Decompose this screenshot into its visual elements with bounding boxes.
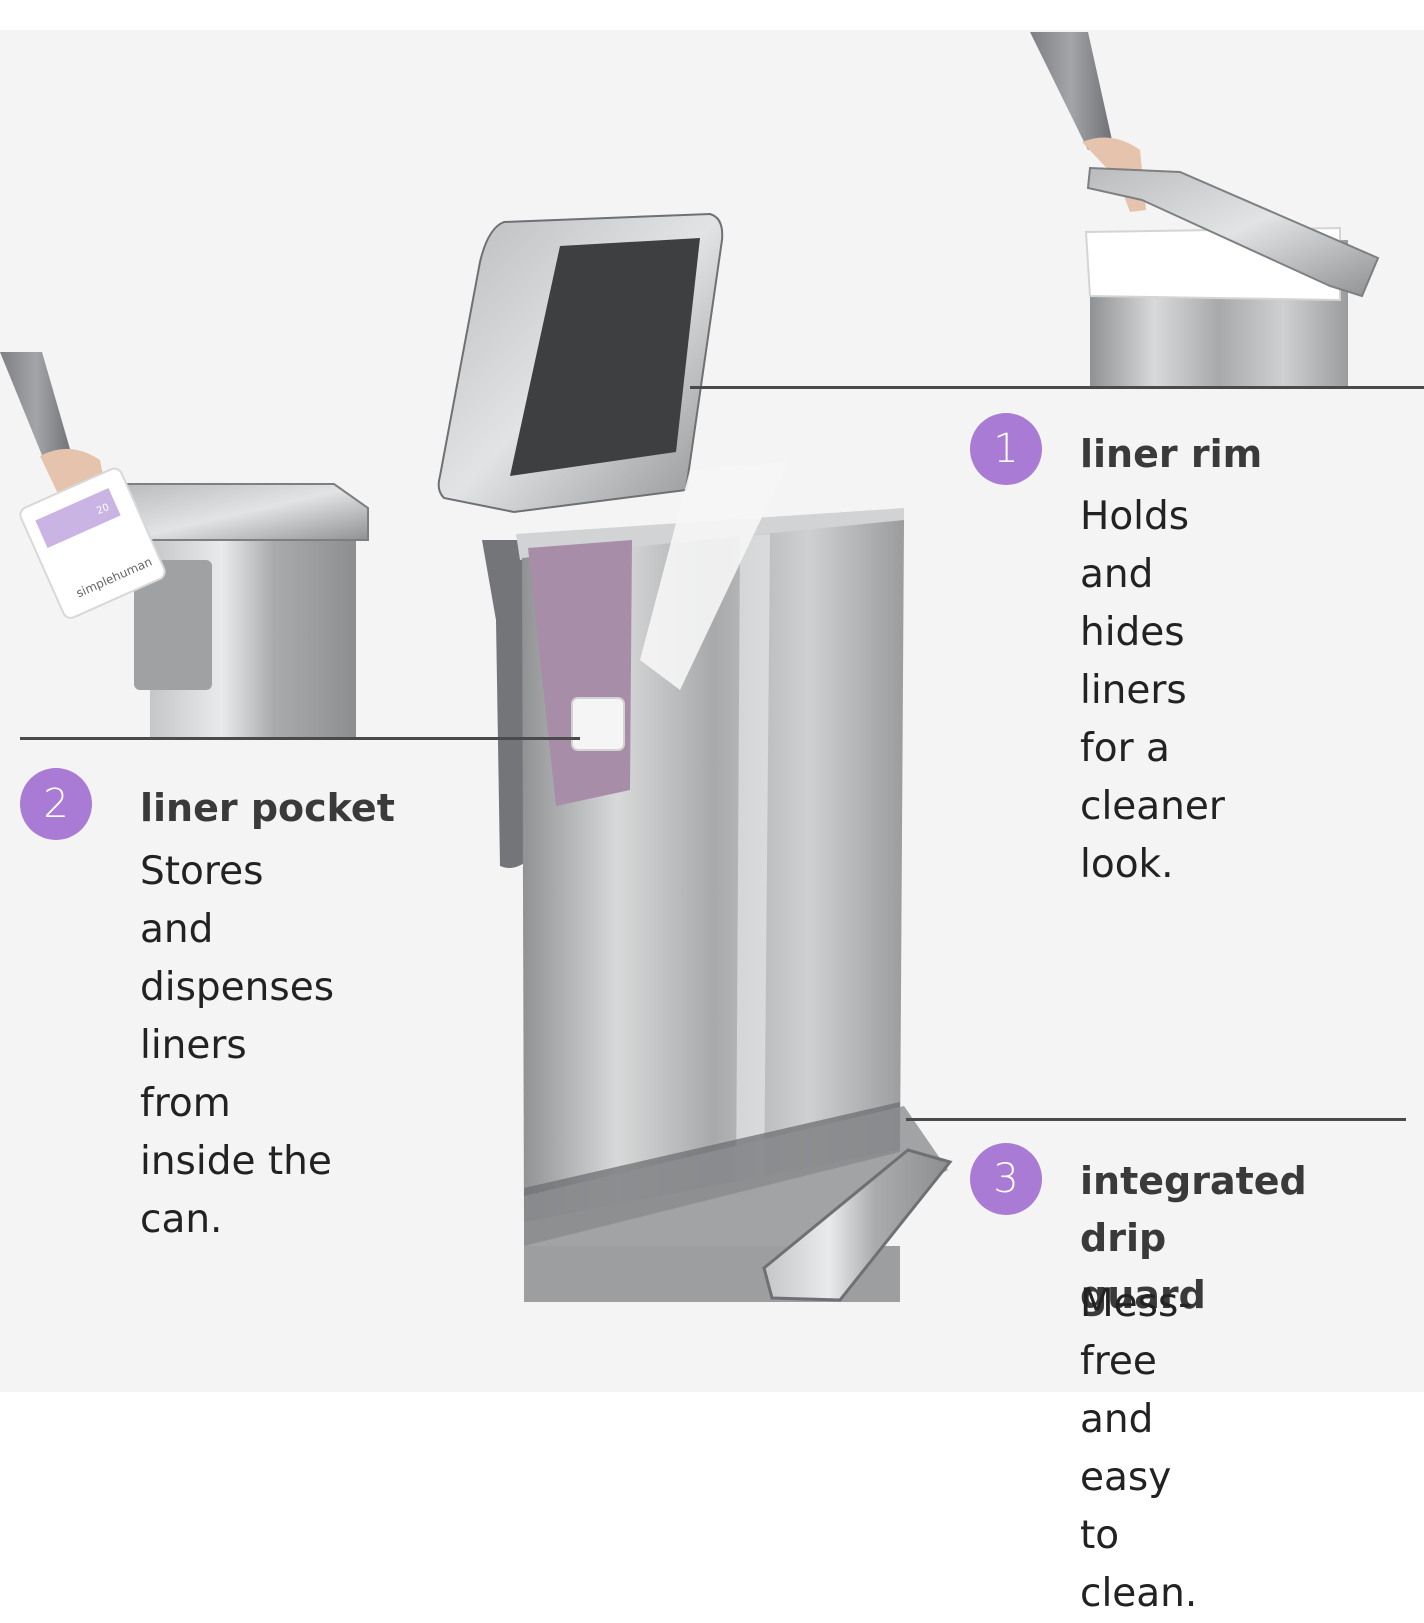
trash-can-illustration: simplehuman 20 bbox=[0, 32, 1380, 1302]
main-trash-can bbox=[437, 212, 953, 1302]
liner-pocket-leader bbox=[20, 737, 580, 740]
liner-pocket-inset: simplehuman 20 bbox=[0, 352, 369, 738]
liner-rim-leader bbox=[690, 386, 1424, 389]
number-badge: 2 bbox=[20, 768, 92, 840]
feature-description: Stores and dispenses liners from inside … bbox=[140, 849, 335, 1242]
feature-title: liner pocket bbox=[140, 786, 395, 830]
liner-rim-inset bbox=[1030, 32, 1380, 386]
number-badge: 1 bbox=[970, 413, 1042, 485]
feature-title: integrated drip guard bbox=[1080, 1159, 1307, 1317]
feature-description: Holds and hides liners for a cleaner loo… bbox=[1080, 494, 1225, 887]
number-badge: 3 bbox=[970, 1143, 1042, 1215]
feature-description: Mess-free and easy to clean. bbox=[1080, 1281, 1198, 1616]
drip-guard-leader bbox=[906, 1118, 1406, 1121]
feature-title: liner rim bbox=[1080, 432, 1263, 476]
liner-pack-count: 20 bbox=[95, 502, 111, 517]
